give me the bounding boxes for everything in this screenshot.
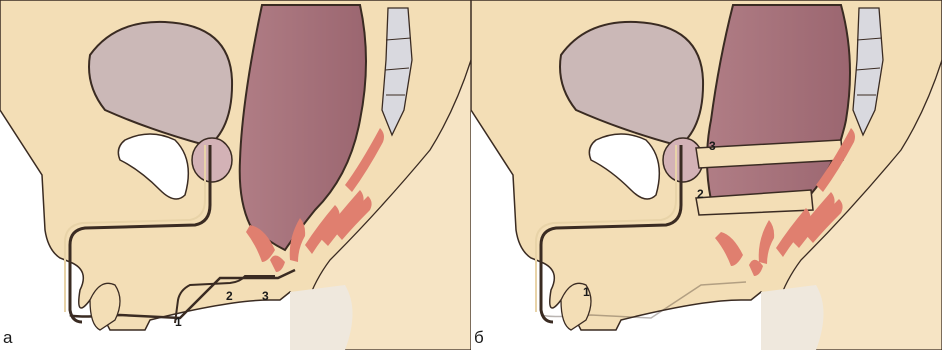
label-1: 1 bbox=[175, 315, 182, 329]
label-2: 2 bbox=[697, 187, 704, 201]
panel-a-illustration: 1 2 3 bbox=[0, 0, 471, 350]
panel-b: 1 2 3 б bbox=[471, 0, 942, 350]
prostate bbox=[192, 138, 232, 182]
panel-a-letter: а bbox=[3, 328, 12, 348]
label-1: 1 bbox=[583, 285, 590, 299]
panel-a: 1 2 3 а bbox=[0, 0, 471, 350]
label-2: 2 bbox=[226, 289, 233, 303]
thigh bbox=[290, 285, 353, 350]
thigh bbox=[761, 285, 824, 350]
label-3: 3 bbox=[262, 289, 269, 303]
label-3: 3 bbox=[709, 139, 716, 153]
panel-b-letter: б bbox=[474, 328, 484, 348]
prostate bbox=[663, 138, 703, 182]
panel-b-illustration: 1 2 3 bbox=[471, 0, 942, 350]
